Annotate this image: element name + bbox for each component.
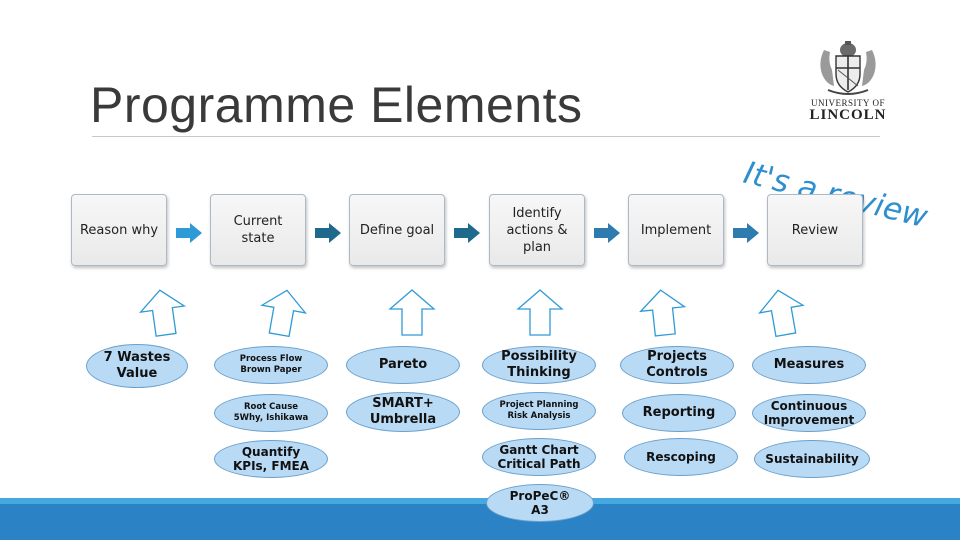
title-divider <box>92 136 880 137</box>
stage-implement: Implement <box>628 194 724 266</box>
tool-reporting: Reporting <box>622 394 736 432</box>
up-arrow-icon <box>139 289 187 337</box>
up-arrow-icon <box>260 289 307 338</box>
logo-line1: UNIVERSITY OF <box>811 98 885 108</box>
tool-pareto: Pareto <box>346 346 460 384</box>
up-arrow-icon <box>639 289 687 337</box>
stage-review: Review <box>767 194 863 266</box>
right-arrow-icon <box>733 223 759 243</box>
crest-icon <box>820 41 876 95</box>
tool-measures: Measures <box>752 346 866 384</box>
page-title: Programme Elements <box>90 77 583 133</box>
logo-line2: LINCOLN <box>809 107 887 123</box>
tool-smart-umbrella: SMART+Umbrella <box>346 392 460 432</box>
tool-sustainability: Sustainability <box>754 440 870 478</box>
tool-propec-a3: ProPeC®A3 <box>486 484 594 522</box>
right-arrow-icon <box>454 223 480 243</box>
right-arrow-icon <box>315 223 341 243</box>
footer-band-light <box>0 498 960 504</box>
stage-reason-why: Reason why <box>71 194 167 266</box>
tool-rescoping: Rescoping <box>624 438 738 476</box>
right-arrow-icon <box>594 223 620 243</box>
right-arrow-icon <box>176 223 202 243</box>
up-arrow-icon <box>516 289 564 336</box>
footer-band <box>0 504 960 540</box>
stage-define-goal: Define goal <box>349 194 445 266</box>
up-arrow-icon <box>388 289 436 336</box>
university-logo: UNIVERSITY OF LINCOLN <box>808 40 888 124</box>
up-arrow-icon <box>758 289 805 338</box>
